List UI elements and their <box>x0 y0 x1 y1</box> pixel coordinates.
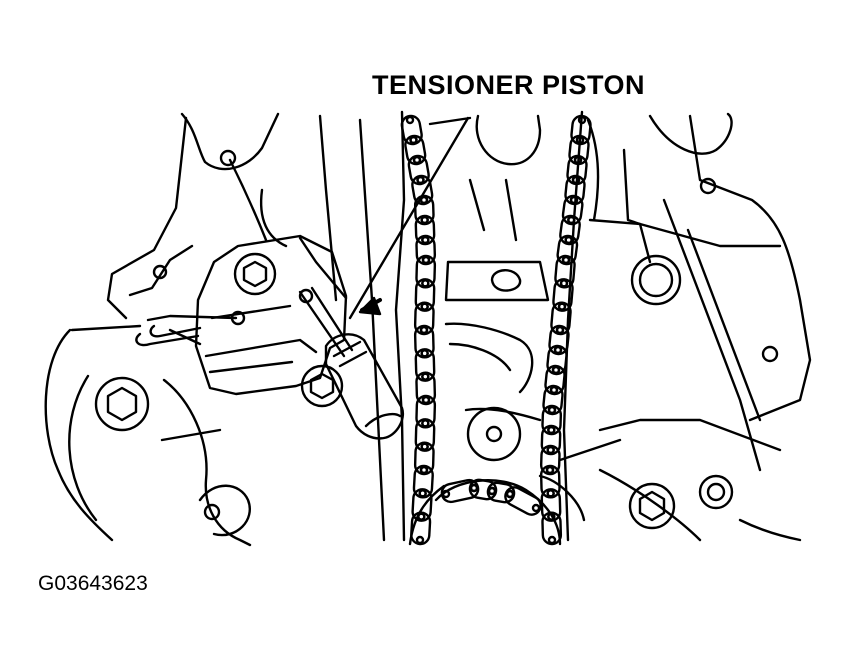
chain-pin <box>557 327 563 333</box>
chain-pin <box>422 420 428 426</box>
chain-guide-left <box>396 112 404 540</box>
chain-tensioner-body <box>196 236 346 406</box>
chain-pin <box>422 217 428 223</box>
chain-pin <box>561 280 567 286</box>
chain-link <box>559 215 581 245</box>
chain-pin <box>423 397 429 403</box>
chain-link <box>562 195 584 225</box>
callout-leader-line <box>350 118 468 318</box>
chain-pin <box>417 537 423 543</box>
chain-pin <box>414 157 420 163</box>
chain-pin <box>563 257 569 263</box>
tensioner-lock-pin <box>136 316 236 345</box>
chain-pin <box>423 257 429 263</box>
callout-leader-tick <box>430 118 470 124</box>
timing-chain <box>400 115 591 545</box>
chain-pin <box>411 137 417 143</box>
chain-pin <box>420 490 426 496</box>
chain-pin <box>555 347 561 353</box>
chain-pin <box>489 488 495 494</box>
chain-pin <box>548 490 554 496</box>
hex-bolt-lower-left <box>96 378 148 430</box>
chain-pin <box>548 427 554 433</box>
chain-pin <box>422 374 428 380</box>
chain-link <box>487 481 516 503</box>
chain-pin <box>553 367 559 373</box>
chain-pin <box>422 237 428 243</box>
chain-pin <box>418 177 424 183</box>
left-block-bolt-holes <box>154 151 235 519</box>
chain-pin <box>548 447 554 453</box>
chain-pin <box>547 467 553 473</box>
chain-pin <box>551 387 557 393</box>
chain-pin <box>422 444 428 450</box>
left-block-outline <box>46 114 384 545</box>
chain-pin <box>407 117 413 123</box>
chain-pin <box>422 280 428 286</box>
right-block-outline <box>540 114 810 540</box>
chain-pin <box>422 350 428 356</box>
chain-pin <box>421 467 427 473</box>
piston-direction-arrow <box>360 298 380 314</box>
chain-link <box>557 235 579 265</box>
figure-id: G03643623 <box>38 572 148 595</box>
chain-guide-right <box>564 112 582 540</box>
chain-pin <box>566 237 572 243</box>
center-cover-outline <box>446 116 548 460</box>
chain-pin <box>471 485 477 491</box>
chain-pin <box>548 514 554 520</box>
chain-pin <box>422 304 428 310</box>
chain-pin <box>549 537 555 543</box>
chain-pin <box>418 514 424 520</box>
chain-pin <box>507 491 513 497</box>
chain-pin <box>533 505 539 511</box>
chain-pin <box>571 197 577 203</box>
chain-pin <box>559 304 565 310</box>
chain-pin <box>421 327 427 333</box>
chain-pin <box>421 197 427 203</box>
chain-pin <box>443 491 449 497</box>
tensioner-piston-label: TENSIONER PISTON <box>372 70 646 100</box>
chain-pin <box>549 407 555 413</box>
screwdriver <box>300 288 403 438</box>
